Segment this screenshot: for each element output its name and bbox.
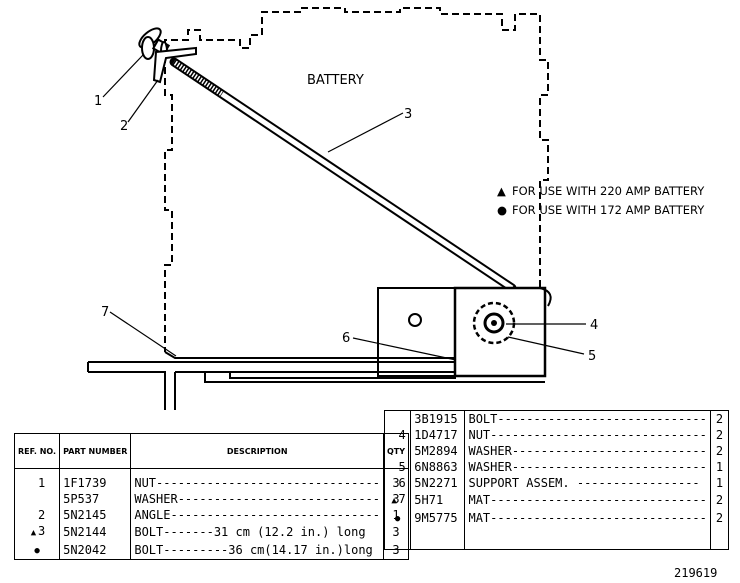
- ref-number: 7: [398, 492, 406, 506]
- part-qty: 2: [715, 511, 724, 525]
- leader-5: [507, 336, 585, 355]
- legend-172-amp: FOR USE WITH 172 AMP BATTERY: [512, 203, 705, 217]
- part-number: 5N2144: [59, 523, 132, 541]
- battery-outline: [164, 7, 549, 288]
- bolt-hook: [539, 287, 552, 307]
- bolt-end: [491, 320, 497, 326]
- figure-number: 219619: [674, 566, 718, 580]
- table-row: 4 1D4717 NUT----------------------------…: [384, 427, 729, 443]
- part-qty: 1: [715, 460, 724, 474]
- table-row: ▲3 5N2144 BOLT-------31 cm (12.2 in.) lo…: [14, 523, 409, 541]
- part-description: BOLT-----------------------------: [464, 410, 711, 427]
- hold-down-bolt-core: [172, 59, 514, 291]
- ref-number: 6: [398, 476, 406, 490]
- part-description: SUPPORT ASSEM. -----------------: [464, 475, 711, 491]
- table-row: 1 1F1739 NUT----------------------------…: [14, 475, 409, 491]
- row-marker: ▲: [30, 528, 37, 538]
- part-description: MAT------------------------------: [464, 491, 711, 509]
- part-number: 1F1739: [59, 475, 132, 491]
- leader-6: [352, 337, 457, 361]
- parts-table-right: 3B1915 BOLT-----------------------------…: [384, 410, 729, 550]
- part-description: NUT------------------------------: [464, 427, 711, 443]
- ref-number: 1: [37, 476, 46, 490]
- part-description: NUT-------------------------------: [130, 475, 384, 491]
- legend-220-amp: FOR USE WITH 220 AMP BATTERY: [512, 184, 705, 198]
- table-row: 3B1915 BOLT-----------------------------…: [384, 410, 729, 427]
- part-description: WASHER---------------------------: [464, 443, 711, 459]
- table-row: 5M2894 WASHER---------------------------…: [384, 443, 729, 459]
- part-number: 1D4717: [410, 427, 466, 443]
- leader-7: [109, 311, 177, 357]
- part-number: 5P537: [59, 491, 132, 507]
- leader-1: [102, 54, 144, 98]
- callout-1: 1: [94, 94, 102, 109]
- table-row: 2 5N2145 ANGLE--------------------------…: [14, 507, 409, 523]
- ref-number: 2: [37, 508, 46, 522]
- part-qty: 1: [715, 476, 724, 490]
- parts-table-left: REF. NO. PART NUMBER DESCRIPTION QTY 1 1…: [14, 433, 410, 560]
- washer-ring: [472, 301, 516, 345]
- part-number: 3B1915: [410, 410, 466, 427]
- part-number: 6N8863: [410, 459, 466, 475]
- ref-number: 4: [398, 428, 406, 442]
- row-marker: ●: [394, 514, 401, 524]
- legend-dot-marker: ●: [497, 203, 507, 217]
- part-description: ANGLE-----------------------------: [130, 507, 384, 523]
- ref-number: 5: [398, 460, 406, 474]
- support-hole: [408, 313, 422, 327]
- table-row: ● 9M5775 MAT----------------------------…: [384, 509, 729, 527]
- row-marker: ●: [34, 546, 40, 556]
- part-number: 5N2042: [59, 541, 132, 560]
- support-assembly-front: [453, 286, 547, 378]
- leader-2: [127, 79, 159, 123]
- part-qty: 2: [715, 428, 724, 442]
- part-description: WASHER---------------------------: [464, 459, 711, 475]
- part-description: BOLT-------31 cm (12.2 in.) long: [130, 523, 384, 541]
- part-qty: 3: [392, 543, 400, 557]
- callout-4: 4: [590, 318, 598, 333]
- table-row: ● 5N2042 BOLT---------36 cm(14.17 in.)lo…: [14, 541, 409, 560]
- angle-bracket: [152, 46, 197, 84]
- row-marker: ▲: [391, 496, 397, 506]
- part-qty: 2: [715, 412, 724, 426]
- ref-number: 3: [37, 524, 46, 538]
- battery-label: BATTERY: [307, 73, 364, 88]
- part-description: BOLT---------36 cm(14.17 in.)long: [130, 541, 384, 560]
- part-qty: 2: [715, 444, 724, 458]
- header-part-number: PART NUMBER: [59, 433, 132, 469]
- mounting-plate: [87, 361, 545, 410]
- callout-6: 6: [342, 331, 350, 346]
- table-row: 5P537 WASHER----------------------------…: [14, 491, 409, 507]
- part-number: 5M2894: [410, 443, 466, 459]
- battery-mat: [164, 351, 456, 359]
- part-description: WASHER----------------------------: [130, 491, 384, 507]
- bolt-thread: [172, 59, 224, 97]
- callout-2: 2: [120, 119, 128, 134]
- header-description: DESCRIPTION: [130, 433, 384, 469]
- part-number: 5H71: [410, 491, 466, 509]
- table-row: ▲7 5H71 MAT-----------------------------…: [384, 491, 729, 509]
- leader-3: [327, 112, 404, 153]
- part-number: 9M5775: [410, 509, 466, 527]
- part-number: 5N2271: [410, 475, 466, 491]
- callout-7: 7: [101, 305, 109, 320]
- table-header-row: REF. NO. PART NUMBER DESCRIPTION QTY: [14, 433, 409, 469]
- callout-3: 3: [404, 107, 412, 122]
- battery-outline-left: [164, 45, 173, 352]
- header-ref-no: REF. NO.: [14, 433, 61, 469]
- legend-triangle-marker: ▲: [497, 184, 506, 198]
- table-row: 5 6N8863 WASHER-------------------------…: [384, 459, 729, 475]
- table-row: 6 5N2271 SUPPORT ASSEM. ----------------…: [384, 475, 729, 491]
- callout-5: 5: [588, 349, 596, 364]
- part-qty: 2: [715, 493, 724, 507]
- part-description: MAT------------------------------: [464, 509, 711, 527]
- part-number: 5N2145: [59, 507, 132, 523]
